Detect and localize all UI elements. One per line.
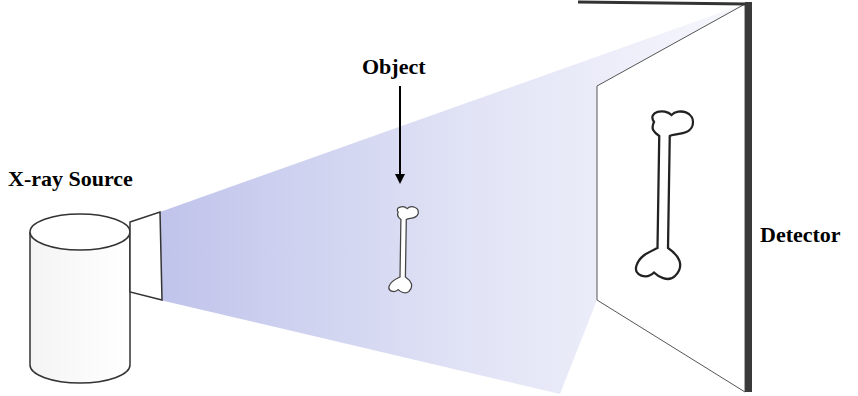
source-label: X-ray Source bbox=[8, 166, 133, 192]
xray-source bbox=[30, 212, 162, 383]
detector-panel bbox=[597, 4, 745, 392]
detector-edge bbox=[745, 2, 752, 392]
object-label: Object bbox=[362, 54, 426, 80]
leader-arrow bbox=[399, 86, 401, 182]
bone-object bbox=[389, 207, 418, 293]
bone-shadow bbox=[636, 111, 693, 279]
detector-top-edge bbox=[578, 2, 747, 4]
xray-beam bbox=[160, 4, 745, 394]
detector-label: Detector bbox=[760, 222, 841, 248]
